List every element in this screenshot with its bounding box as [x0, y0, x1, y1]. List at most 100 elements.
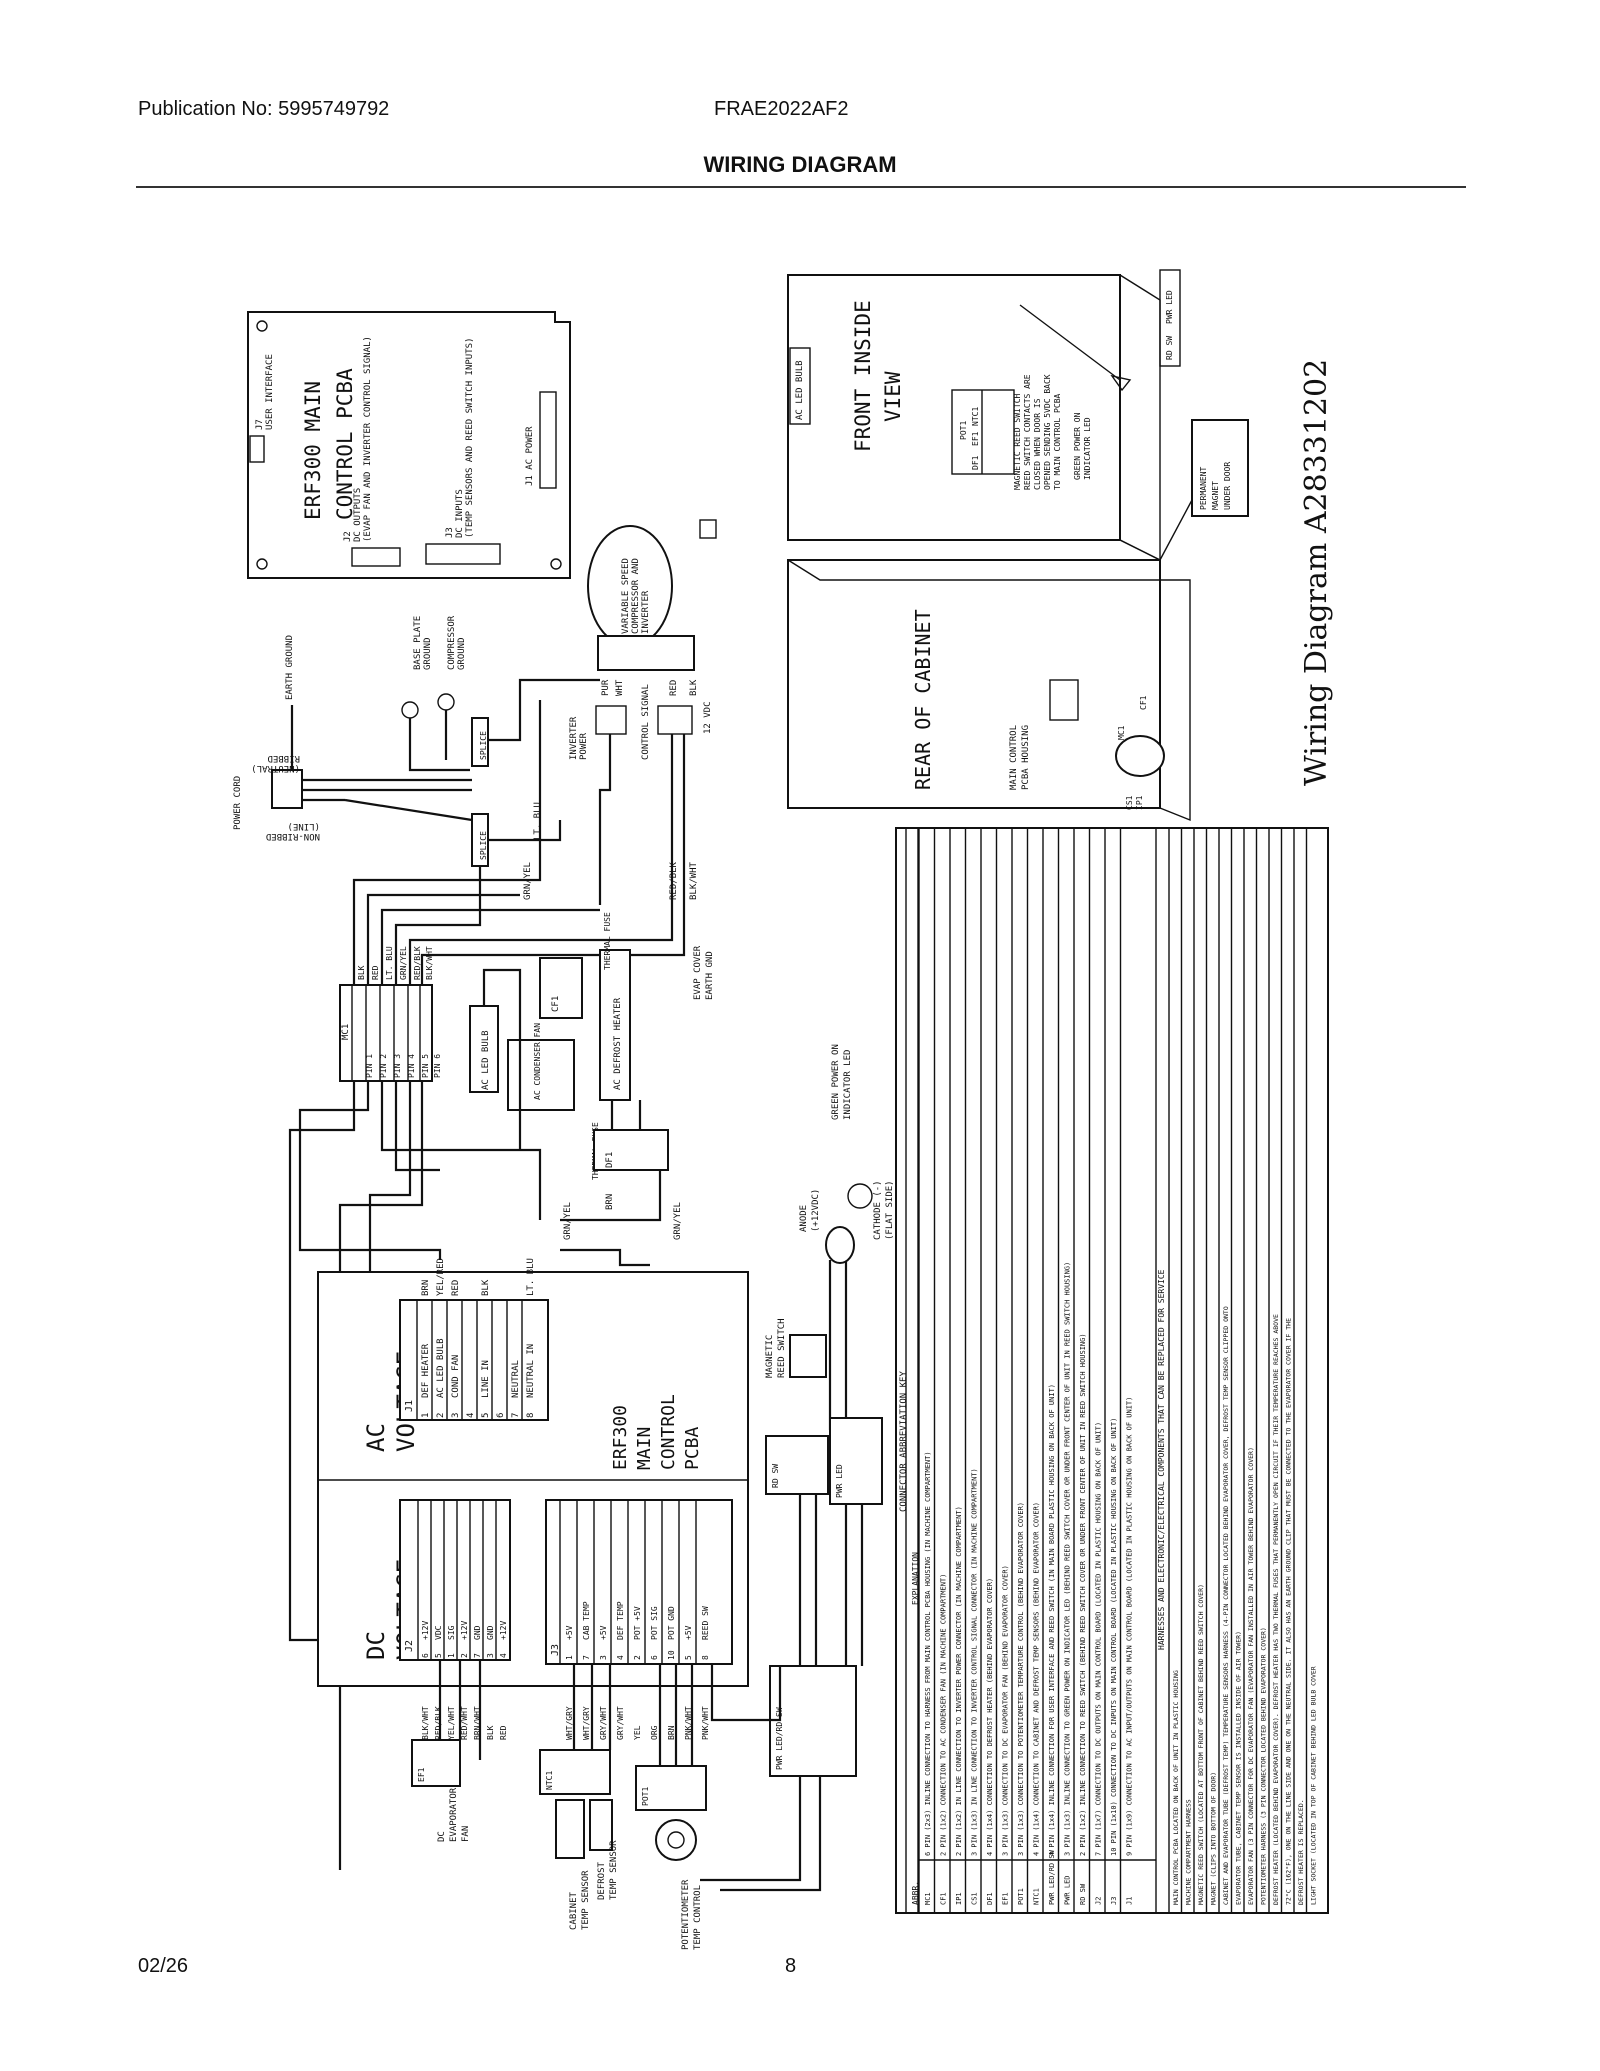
j3-pin-num: 3 — [599, 1655, 608, 1660]
key-row-expl: 3 PIN (1x3) INLINE CONNECTION TO GREEN P… — [1064, 1262, 1072, 1856]
front-ac-led-label: AC LED BULB — [795, 360, 805, 420]
j3-label: J3 — [550, 1644, 561, 1656]
front-view-title-2: VIEW — [881, 371, 905, 422]
key-note: MACHINE COMPARTMENT HARNESS — [1185, 1799, 1193, 1905]
mc1-pin-4: PIN 4 — [407, 1054, 416, 1078]
key-row-abbr: J2 — [1095, 1897, 1103, 1905]
key-row-abbr: PWR LED/RD SW — [1048, 1849, 1056, 1905]
publication-number: Publication No: 5995749792 — [138, 98, 390, 120]
key-note: MAGNET (CLIPS INTO BOTTOM OF DOOR) — [1210, 1772, 1218, 1905]
j1-pin-func: DEF HEATER — [421, 1343, 431, 1398]
df1-grnyel-2: GRN/YEL — [673, 1202, 683, 1240]
control-signal-label: CONTROL SIGNAL — [641, 684, 651, 760]
top-pcba-title-1: ERF300 MAIN — [301, 381, 325, 520]
j3-pin-num: 2 — [633, 1655, 642, 1660]
j3-pin-num: 6 — [650, 1655, 659, 1660]
j1-pin-func: AC LED BULB — [436, 1338, 446, 1398]
dc-voltage-title-1: DC — [362, 1631, 390, 1660]
j3-pin-num: 10 — [667, 1650, 676, 1660]
key-row-abbr: EF1 — [1002, 1892, 1010, 1905]
j3-pin-func: POT SIG — [650, 1606, 659, 1640]
key-expl-header: EXPLANATION — [911, 1552, 920, 1605]
ac-loads: AC LED BULB AC CONDENSER FAN CF1 AC DEFR… — [469, 912, 715, 1267]
splice-upper-label: SPLICE — [479, 731, 488, 760]
j3-pin-num: 4 — [616, 1655, 625, 1660]
splice-upper — [471, 717, 489, 767]
key-row-expl: 2 PIN (1x2) INLINE CONNECTION TO REED SW… — [1079, 1333, 1087, 1856]
rear-mc1: MC1 — [1117, 725, 1126, 740]
ntc1-label: NTC1 — [545, 1771, 554, 1790]
j1-pin-wire: LT. BLU — [526, 1258, 536, 1296]
j3-pin-wire: GRY/WHT — [616, 1706, 625, 1740]
j2-pin-num: 5 — [434, 1653, 443, 1658]
anode-label: ANODE — [799, 1205, 809, 1232]
earth-ground-label: EARTH GROUND — [285, 635, 295, 700]
j3-pin-func: POT GND — [667, 1606, 676, 1640]
ac-led-bulb-label: AC LED BULB — [481, 1030, 491, 1090]
j3-pin-wire: WHT/GRY — [565, 1706, 574, 1740]
key-title: CONNECTOR ABBREVIATION KEY — [899, 1371, 909, 1512]
power-cord-area: POWER CORD EARTH GROUND RIBBED (NEUTRAL)… — [233, 615, 600, 867]
pcba-name-2: MAIN — [634, 1427, 655, 1470]
j3-pin-wire: BRN — [667, 1725, 676, 1740]
reed-note-4: OPENED SENDING 5VDC BACK — [1043, 374, 1052, 490]
key-notes: MAIN CONTROL PCBA LOCATED ON BACK OF UNI… — [1168, 828, 1318, 1913]
pwr-led-label: PWR LED — [835, 1464, 844, 1498]
compressor-label-3: INVERTER — [641, 590, 651, 634]
df1-grnyel: GRN/YEL — [563, 1202, 573, 1240]
j3-pin-func: CAB TEMP — [582, 1601, 591, 1640]
j3-pin-func: +5V — [684, 1625, 693, 1640]
key-note: POTENTIOMETER HARNESS (3 PIN CONNECTOR L… — [1260, 1627, 1268, 1905]
mc1-wire-2: RED — [371, 965, 380, 980]
harness-ltblu: LT. BLU — [533, 802, 543, 840]
top-j7: J7 — [255, 419, 265, 430]
base-plate-label: BASE PLATE — [413, 616, 423, 670]
reed-switch-label: REED SWITCH — [777, 1318, 787, 1378]
comp-blk: BLK — [689, 679, 699, 696]
cathode-label: CATHODE (-) — [873, 1180, 883, 1240]
j3-pin-num: 8 — [701, 1655, 710, 1660]
j2-pin-num: 1 — [447, 1653, 456, 1658]
j1-pin-num: 3 — [451, 1413, 461, 1418]
mc1-pin-1: PIN 1 — [365, 1054, 374, 1078]
top-j3-desc-2: (TEMP SENSORS AND REED SWITCH INPUTS) — [465, 338, 475, 538]
j1-pin-num: 8 — [526, 1413, 536, 1418]
j3-pin-wire: ORG — [650, 1725, 659, 1740]
top-j2-desc-2: (EVAP FAN AND INVERTER CONTROL SIGNAL) — [363, 336, 373, 542]
j2-pin-wire: RED — [499, 1725, 508, 1740]
key-row-abbr: PWR LED — [1064, 1875, 1072, 1905]
anode-label-2: (+12VDC) — [811, 1189, 821, 1232]
key-row-expl: 3 PIN (1x3) CONNECTION TO DC EVAPORATOR … — [1002, 1565, 1010, 1856]
cabinet-sensor-label-1: CABINET — [569, 1891, 579, 1930]
earth-gnd-label: EARTH GND — [705, 951, 715, 1000]
j1-pin-wire: YEL/RED — [436, 1258, 446, 1296]
main-pcba: AC VOLTAGE DC VOLTAGE ERF300 MAIN CONTRO… — [317, 1258, 749, 1740]
j1-pin-num: 7 — [511, 1413, 521, 1418]
mc1-wire-4: GRN/YEL — [399, 946, 408, 980]
page-number: 8 — [785, 1955, 797, 1977]
j1-pin-num: 4 — [466, 1413, 476, 1418]
key-row-expl: 3 PIN (1x3) IN LINE CONNECTION TO INVERT… — [971, 1468, 979, 1856]
top-pcba: ERF300 MAIN CONTROL PCBA J7 USER INTERFA… — [247, 311, 571, 579]
ef1-label: EF1 — [417, 1767, 426, 1782]
front-ef1: EF1 — [971, 431, 980, 446]
key-row-abbr: MC1 — [924, 1892, 932, 1905]
df1-brn: BRN — [605, 1194, 615, 1210]
key-note: EVAPORATOR TUBE, CABINET TEMP SENSOR IS … — [1235, 1631, 1243, 1905]
key-row-expl: 9 PIN (1x9) CONNECTION TO AC INPUT/OUTPU… — [1126, 1397, 1134, 1856]
j2-pin-wire: YEL/WHT — [447, 1706, 456, 1740]
mc1-label: MC1 — [341, 1024, 351, 1040]
j1-pin-wire: RED — [451, 1280, 461, 1296]
j1-pin-num: 6 — [496, 1413, 506, 1418]
base-plate-ground-label: GROUND — [423, 637, 433, 670]
mc1-wire-1: BLK — [357, 965, 366, 980]
sensor-area: EF1 DC EVAPORATOR FAN NTC1 CABINET TEMP … — [411, 1417, 883, 1950]
front-pot1: POT1 — [959, 421, 968, 440]
inverter-power-1: INVERTER — [569, 716, 579, 760]
key-row-abbr: DF1 — [986, 1892, 994, 1905]
rear-title: REAR OF CABINET — [911, 609, 935, 790]
j1-label: J1 — [404, 1400, 415, 1412]
key-note: CABINET AND EVAPORATOR TUBE (DEFROST TEM… — [1222, 1306, 1230, 1905]
harness-blkwht: BLK/WHT — [689, 861, 699, 900]
compressor-label-1: VARIABLE SPEED — [621, 558, 631, 634]
